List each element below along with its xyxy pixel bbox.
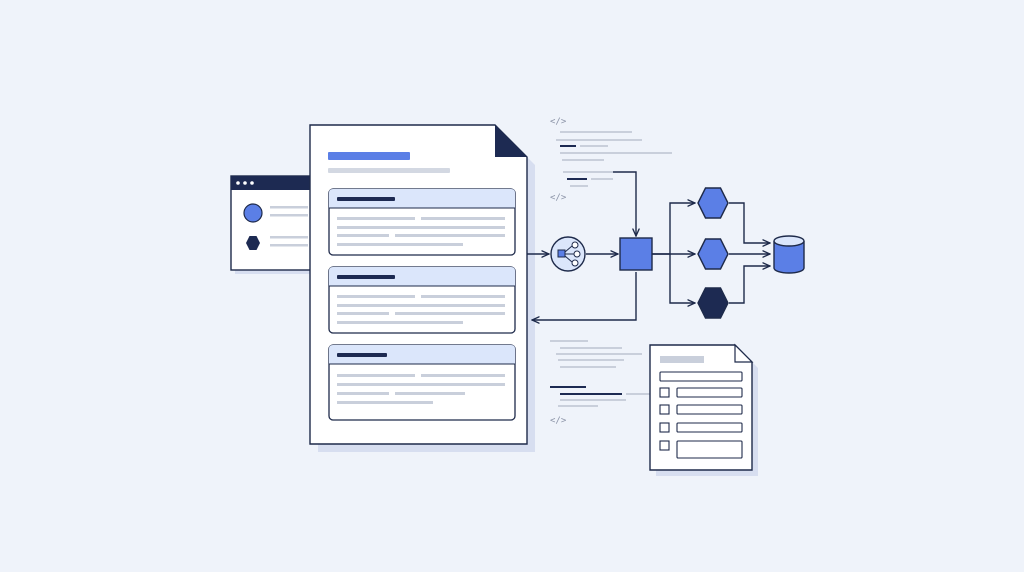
document-title-bar <box>328 152 410 160</box>
browser-window-icon <box>230 175 315 274</box>
content-card <box>328 266 516 334</box>
arrow-processor-to-doc <box>532 272 637 320</box>
arrow-node-bottom-to-db <box>729 266 770 304</box>
checkbox-icon <box>659 387 670 398</box>
checkbox-icon <box>659 404 670 415</box>
code-snippet-top: </> </> <box>550 117 672 203</box>
database-cylinder-icon <box>773 235 805 274</box>
hexagon-icon <box>246 236 260 250</box>
form-document-icon <box>649 343 758 476</box>
code-snippet-bottom: </> <box>550 340 650 426</box>
checkbox-icon <box>659 440 670 451</box>
arrow-node-top-to-db <box>729 202 770 243</box>
circle-icon <box>243 203 263 223</box>
code-tag-icon: </> <box>550 117 567 127</box>
document-subtitle-bar <box>328 168 450 173</box>
code-tag-icon: </> <box>550 193 567 203</box>
hexagon-node-icon <box>697 287 729 319</box>
folded-corner <box>495 125 527 157</box>
share-network-icon <box>550 236 586 272</box>
hexagon-node-icon <box>697 238 729 270</box>
content-card <box>328 188 516 256</box>
code-tag-icon: </> <box>550 416 567 426</box>
processor-square-icon <box>619 237 653 271</box>
main-document <box>309 124 535 452</box>
arrow-code-to-processor <box>613 171 636 236</box>
connector-arrows <box>527 171 770 320</box>
checkbox-icon <box>659 422 670 433</box>
arrow-to-node-bottom <box>669 254 695 303</box>
content-card <box>328 344 516 421</box>
arrow-to-node-top <box>652 203 695 255</box>
hexagon-node-icon <box>697 187 729 219</box>
